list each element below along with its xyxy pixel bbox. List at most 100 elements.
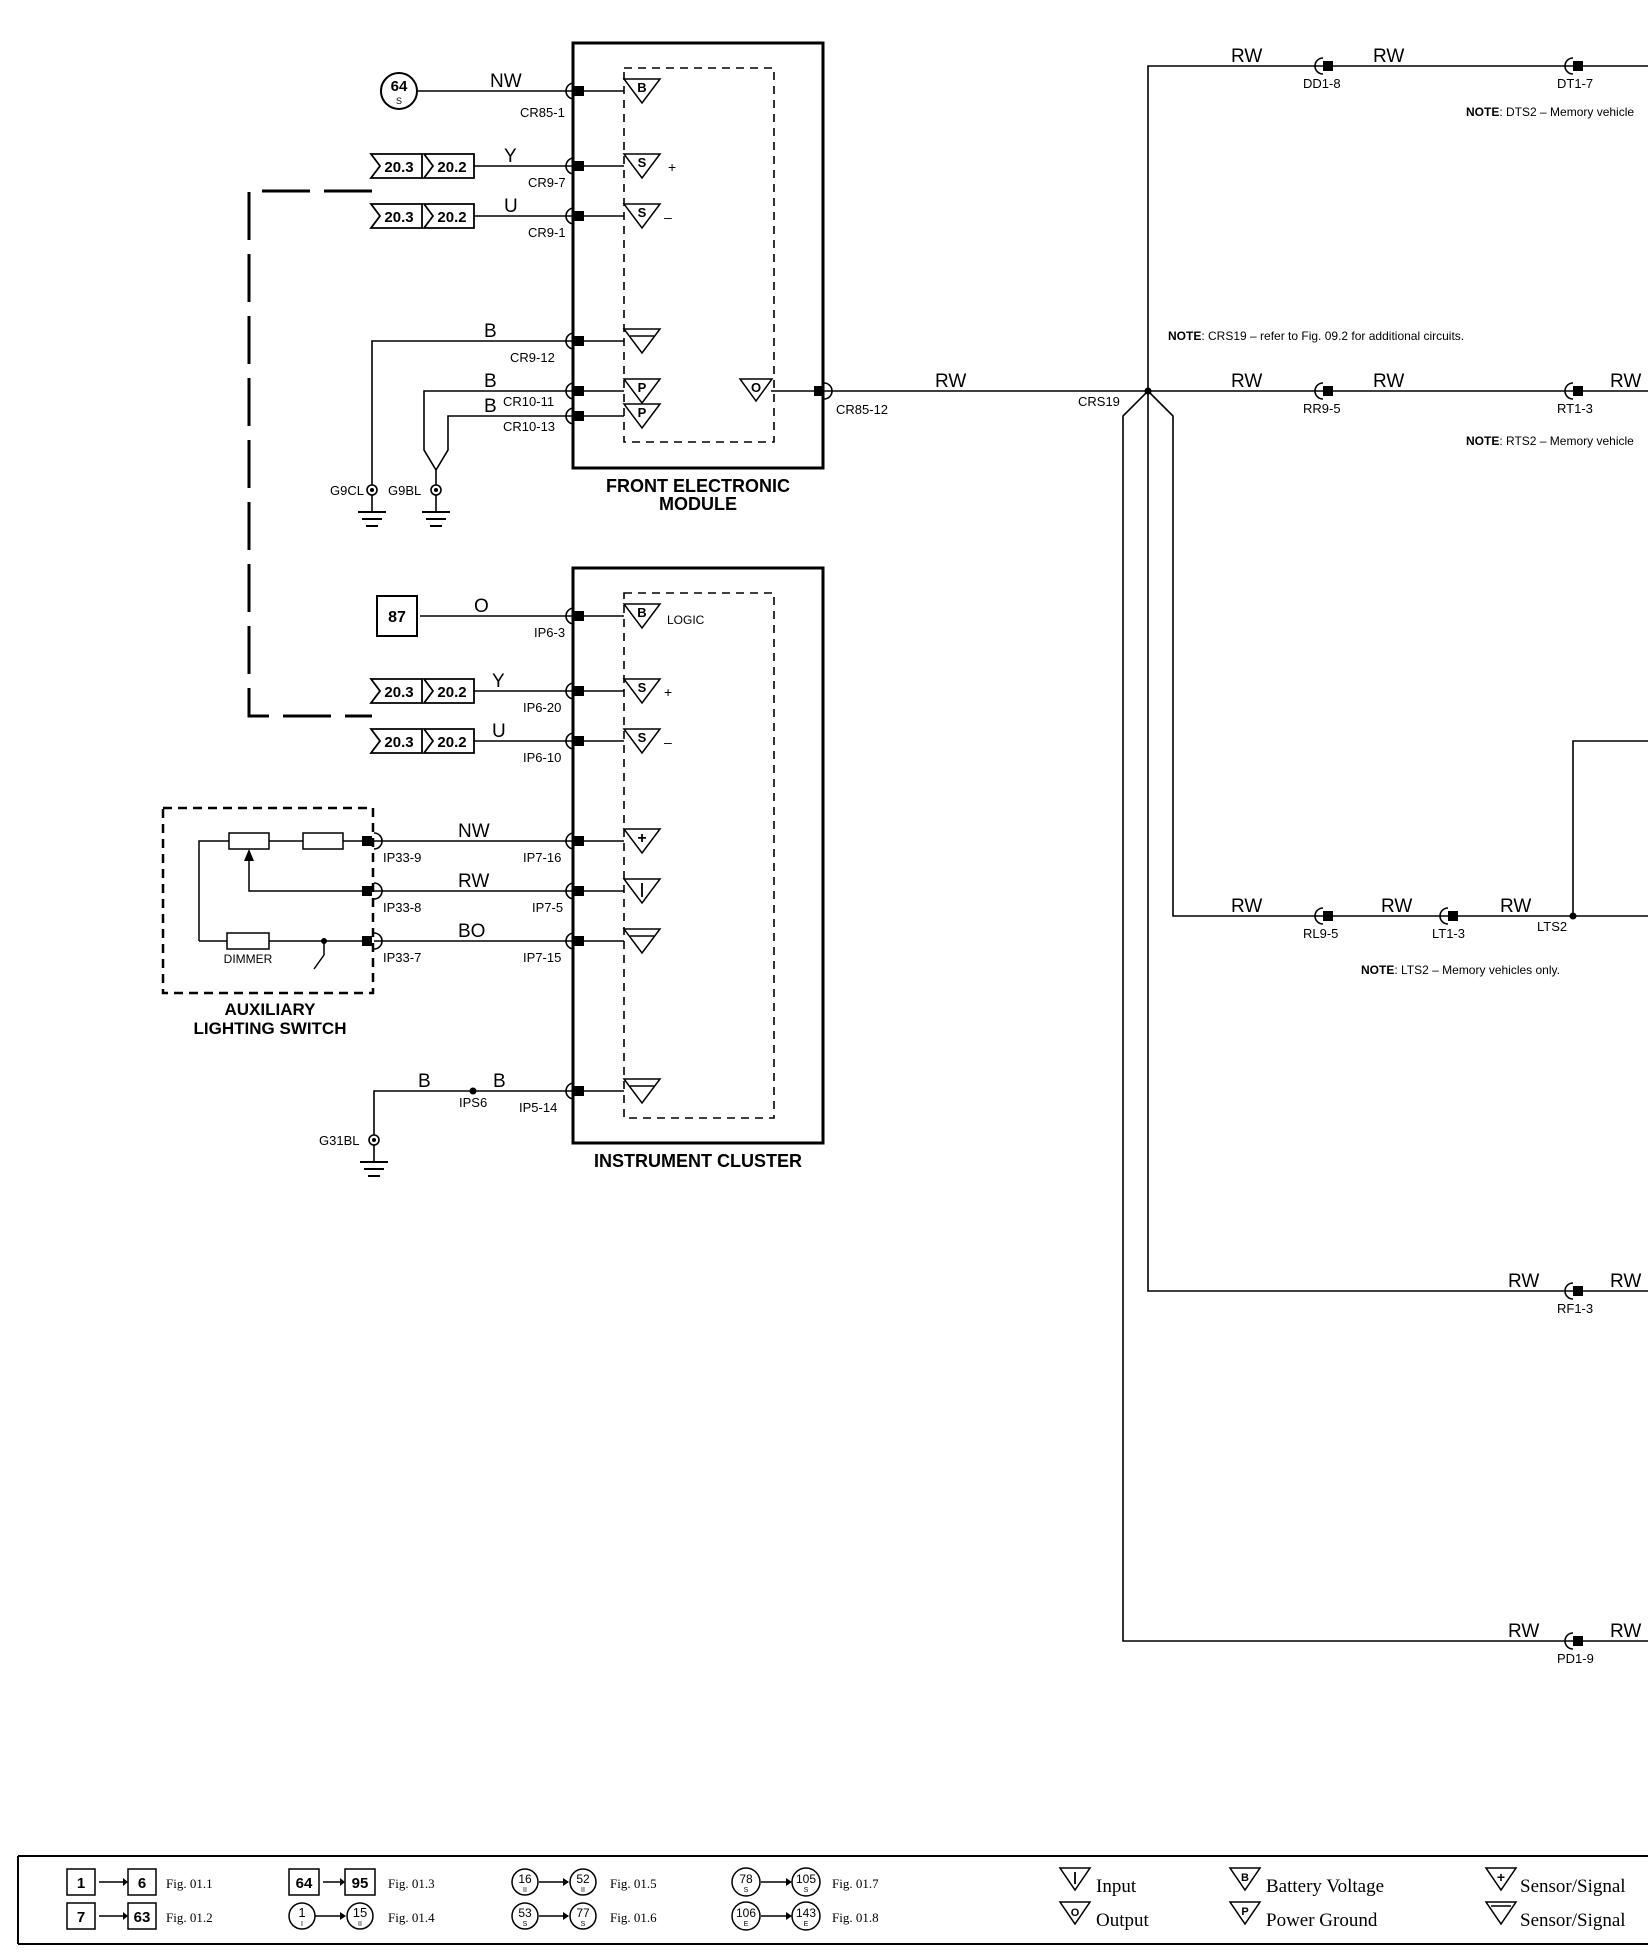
ic-wire-u: U bbox=[492, 721, 506, 742]
legend-box-95: 95 bbox=[352, 1875, 369, 1892]
legend-circle-106: 106 bbox=[736, 1906, 756, 1920]
wire-rw-rl9-in: RW bbox=[1231, 896, 1262, 917]
ref-20-2-ic-u: 20.2 bbox=[437, 734, 466, 751]
ic-wiring bbox=[373, 615, 624, 1135]
fem-symbols bbox=[622, 78, 774, 430]
legend-box-63: 63 bbox=[134, 1909, 151, 1926]
ic-wire-b2: B bbox=[493, 1071, 506, 1092]
fem-connector-pins bbox=[574, 86, 824, 421]
pin-ip7-16: IP7-16 bbox=[523, 850, 561, 865]
auxiliary-lighting-switch: DIMMER AUXILIARY LIGHTING SWITCH bbox=[161, 806, 383, 1038]
ic-sensor-signal-plus-symbol: + bbox=[637, 830, 646, 847]
ref-87-number: 87 bbox=[388, 609, 406, 626]
pin-cr85-12: CR85-12 bbox=[836, 402, 888, 417]
legend-circle-143: 143 bbox=[796, 1906, 816, 1920]
legend-circle-16-sub: II bbox=[523, 1887, 527, 1894]
legend-fig-01-2: Fig. 01.2 bbox=[166, 1910, 213, 1925]
wire-rw-rf1-in: RW bbox=[1508, 1271, 1539, 1292]
ic-wire-y: Y bbox=[492, 671, 505, 692]
fem-output-symbol: O bbox=[751, 380, 761, 395]
fem-power-ground-symbol-1: P bbox=[638, 380, 647, 395]
legend-circle-16: 16 bbox=[518, 1872, 532, 1886]
fem-battery-symbol: B bbox=[637, 80, 646, 95]
fem-sensor-plus-sign: + bbox=[668, 159, 676, 175]
fem-sensor-minus-sign: – bbox=[664, 209, 672, 225]
ref-20-2-fem-u: 20.2 bbox=[437, 209, 466, 226]
ground-g31bl: G31BL bbox=[319, 1133, 359, 1148]
aux-title-line1: AUXILIARY bbox=[225, 1000, 317, 1019]
ic-wire-b1: B bbox=[418, 1071, 431, 1092]
fem-pin-cups bbox=[565, 82, 833, 425]
pin-ip6-20: IP6-20 bbox=[523, 700, 561, 715]
legend-sensor-signal-2: Sensor/Signal bbox=[1520, 1910, 1626, 1931]
fem-wire-b1: B bbox=[484, 321, 497, 342]
legend-circle-78: 78 bbox=[739, 1872, 753, 1886]
splice-ips6: IPS6 bbox=[459, 1095, 487, 1110]
fem-sensor-plus-symbol: S bbox=[638, 155, 647, 170]
legend-output-symbol: O bbox=[1071, 1907, 1080, 1919]
connector-dt1-7: DT1-7 bbox=[1557, 76, 1593, 91]
pin-cr10-13: CR10-13 bbox=[503, 419, 555, 434]
legend-input: Input bbox=[1096, 1876, 1137, 1897]
wire-rw-lt1-out: RW bbox=[1500, 896, 1531, 917]
front-electronic-module: FRONT ELECTRONIC MODULE bbox=[571, 41, 825, 514]
legend-fig-01-5: Fig. 01.5 bbox=[610, 1876, 657, 1891]
ic-wire-o: O bbox=[474, 596, 489, 617]
connector-dd1-8: DD1-8 bbox=[1303, 76, 1341, 91]
wire-rw-pd1-out: RW bbox=[1610, 1621, 1641, 1642]
ic-battery-symbol: B bbox=[637, 605, 646, 620]
splice-ips6-dot bbox=[469, 1087, 477, 1095]
ic-sensor-plus-sign: + bbox=[664, 684, 672, 700]
fem-title-line2: MODULE bbox=[659, 494, 737, 514]
ic-ground bbox=[360, 1134, 388, 1177]
ref-20-3-ic-u: 20.3 bbox=[384, 734, 413, 751]
ground-g9cl: G9CL bbox=[330, 483, 364, 498]
ref-64-number: 64 bbox=[391, 78, 408, 95]
fem-power-ground-symbol-2: P bbox=[638, 405, 647, 420]
wire-rw-dd1-out: RW bbox=[1373, 46, 1404, 67]
legend-fig-01-8: Fig. 01.8 bbox=[832, 1910, 879, 1925]
fem-wire-b2: B bbox=[484, 371, 497, 392]
legend-circle-143-sub: E bbox=[804, 1921, 809, 1928]
ref-arrows-ic-y bbox=[369, 678, 475, 704]
legend-circle-52-sub: II bbox=[581, 1887, 585, 1894]
legend-power-ground: Power Ground bbox=[1266, 1910, 1378, 1931]
legend-battery-symbol: B bbox=[1241, 1872, 1249, 1884]
connector-rt1-3: RT1-3 bbox=[1557, 401, 1593, 416]
legend-battery-voltage: Battery Voltage bbox=[1266, 1876, 1384, 1897]
ic-logic-label: LOGIC bbox=[667, 613, 705, 627]
ref-87-box bbox=[376, 595, 418, 637]
legend-power-ground-symbol: P bbox=[1241, 1906, 1248, 1918]
wire-rw-rf1-out: RW bbox=[1610, 1271, 1641, 1292]
ic-connector-pins bbox=[574, 611, 584, 1096]
legend-panel: 1 6 Fig. 01.1 7 63 Fig. 01.2 64 95 Fig. … bbox=[17, 1855, 1648, 1945]
pin-ip33-8: IP33-8 bbox=[383, 900, 421, 915]
legend-output: Output bbox=[1096, 1910, 1150, 1931]
ref-arrows-fem-u bbox=[369, 203, 475, 229]
legend-circle-77: 77 bbox=[576, 1906, 590, 1920]
ref-20-2-ic-y: 20.2 bbox=[437, 684, 466, 701]
legend-box-6: 6 bbox=[138, 1875, 146, 1892]
splice-lts2: LTS2 bbox=[1537, 919, 1567, 934]
legend-circle-53: 53 bbox=[518, 1906, 532, 1920]
splice-crs19-dot bbox=[1144, 387, 1152, 395]
legend-fig-01-4: Fig. 01.4 bbox=[388, 1910, 435, 1925]
inline-connectors bbox=[1314, 57, 1583, 1650]
legend-sensor-signal-1: Sensor/Signal bbox=[1520, 1876, 1626, 1897]
ic-sensor-minus-sign: – bbox=[664, 734, 672, 750]
ground-g9bl: G9BL bbox=[388, 483, 421, 498]
connector-rl9-5: RL9-5 bbox=[1303, 926, 1338, 941]
fem-grounds bbox=[358, 470, 450, 527]
ref-64-sub: S bbox=[396, 96, 402, 106]
wire-rw-rr9-out: RW bbox=[1373, 371, 1404, 392]
ic-sensor-plus-symbol: S bbox=[638, 680, 647, 695]
fem-sensor-minus-symbol: S bbox=[638, 205, 647, 220]
ref-20-2-fem-y: 20.2 bbox=[437, 159, 466, 176]
pin-ip33-9: IP33-9 bbox=[383, 850, 421, 865]
legend-box-7: 7 bbox=[77, 1909, 85, 1926]
pin-ip33-7: IP33-7 bbox=[383, 950, 421, 965]
legend-sensor-plus-symbol: + bbox=[1497, 1869, 1505, 1885]
pin-ip6-10: IP6-10 bbox=[523, 750, 561, 765]
ic-wire-nw: NW bbox=[458, 821, 490, 842]
